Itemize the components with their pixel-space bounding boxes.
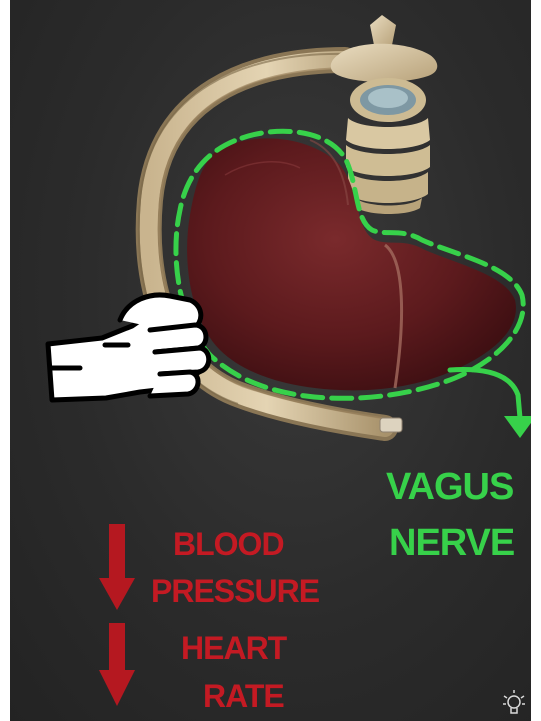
down-arrow-icon bbox=[450, 370, 531, 438]
lightbulb-icon bbox=[503, 690, 525, 713]
down-arrow-icon bbox=[99, 524, 135, 610]
vagus-label-line1: VAGUS bbox=[386, 468, 513, 506]
heart-rate-label-line2: RATE bbox=[203, 680, 284, 712]
stomach-anatomy-illustration bbox=[10, 0, 531, 721]
fist-icon bbox=[48, 295, 209, 400]
vagus-label-line2: NERVE bbox=[389, 524, 514, 562]
down-arrow-icon bbox=[99, 623, 135, 706]
blood-pressure-label-line2: PRESSURE bbox=[151, 575, 319, 607]
blood-pressure-label-line1: BLOOD bbox=[173, 528, 284, 560]
heart-rate-label-line1: HEART bbox=[181, 632, 286, 664]
illustration-canvas: VAGUS NERVE BLOOD PRESSURE HEART RATE bbox=[10, 0, 531, 721]
